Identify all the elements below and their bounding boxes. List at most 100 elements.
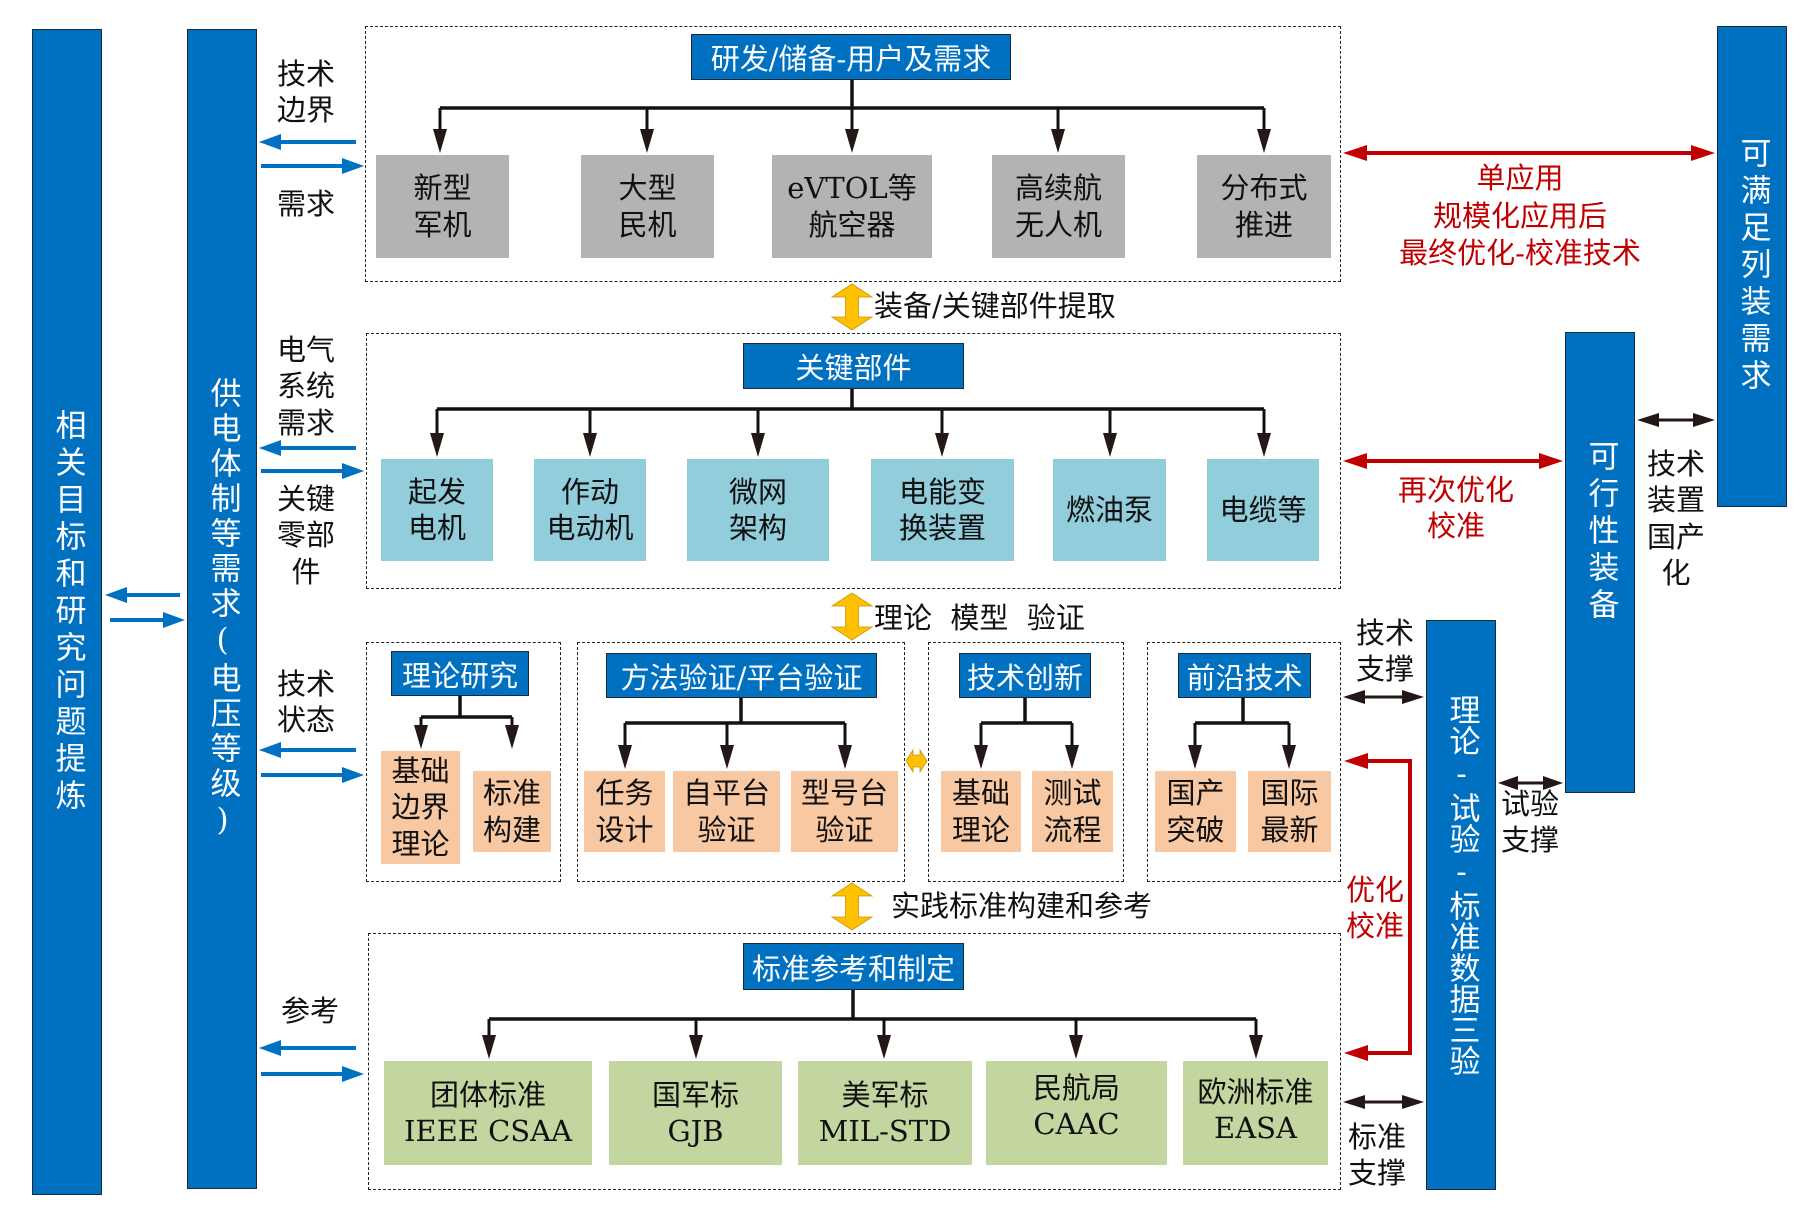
arrow-down-icon	[1257, 129, 1271, 153]
arrow-down-icon	[505, 725, 519, 749]
standard-item: 国军标 GJB	[609, 1061, 782, 1165]
arrow-left-icon	[1343, 453, 1367, 469]
arrow-left-icon	[1343, 145, 1367, 161]
theory-item: 基础 边界 理论	[381, 751, 460, 864]
arrow-head-icon	[342, 158, 364, 174]
standard-item: 民航局 CAAC	[986, 1061, 1167, 1165]
standard-item: 美军标 MIL-STD	[798, 1061, 972, 1165]
arrow-head-icon	[259, 134, 281, 150]
label-tech-support: 技术 支撑	[1355, 616, 1414, 687]
flow-label-practice: 实践标准构建和参考	[891, 889, 1153, 923]
arrow-left-icon	[1637, 413, 1659, 427]
arrow-down-icon	[430, 433, 444, 457]
method-item: 任务 设计	[584, 771, 665, 852]
arrow-head-icon	[259, 440, 281, 456]
label-tech-status: 技术 状态	[276, 667, 335, 738]
deployable-bar-label: 可满足列装需求	[1734, 137, 1771, 396]
arrow-right-icon	[1402, 690, 1424, 704]
label-demand: 需求	[276, 187, 335, 221]
label-single-application: 单应用 规模化应用后 最终优化-校准技术	[1399, 161, 1641, 271]
label-electrical-demand: 电气 系统 需求	[276, 333, 335, 440]
arrow-head-icon	[342, 767, 364, 783]
arrow-right-icon	[1402, 1095, 1424, 1109]
feasible-equipment-bar: 可行性装备	[1565, 332, 1635, 793]
standards-section	[368, 933, 1341, 1190]
arrow-head-icon	[259, 742, 281, 758]
theory-section	[366, 642, 561, 882]
supply-requirements-bar: 供电体制等需求(电压等级)	[187, 29, 257, 1189]
label-optimize-calibrate: 优化 校准	[1345, 873, 1404, 944]
arrow-down-icon	[877, 1035, 891, 1059]
arrow-down-icon	[433, 129, 447, 153]
innovation-item: 基础 理论	[941, 771, 1021, 852]
arrow-down-icon	[689, 1035, 703, 1059]
arrow-head-icon	[105, 587, 127, 603]
equipment-title: 研发/储备-用户及需求	[691, 34, 1011, 80]
flow-label-extract: 装备/关键部件提取	[874, 289, 1116, 323]
arrow-head-icon	[163, 612, 185, 628]
frontier-title: 前沿技术	[1178, 653, 1311, 698]
theory-item: 标准 构建	[473, 771, 551, 852]
arrow-down-icon	[1065, 745, 1079, 769]
arrow-left-icon	[1344, 753, 1368, 769]
component-item: 起发 电机	[381, 459, 493, 561]
arrow-down-icon	[720, 745, 734, 769]
equipment-section	[365, 26, 1341, 282]
component-item: 作动 电动机	[534, 459, 646, 561]
method-item: 型号台 验证	[791, 771, 898, 852]
standard-item: 欧洲标准 EASA	[1183, 1061, 1328, 1165]
feasible-bar-label: 可行性装备	[1582, 440, 1619, 625]
frontier-item: 国产 突破	[1155, 771, 1236, 852]
components-title: 关键部件	[743, 343, 964, 389]
arrow-down-icon	[838, 745, 852, 769]
arrow-down-icon	[1051, 129, 1065, 153]
equipment-item: 新型 军机	[376, 155, 509, 258]
arrow-down-icon	[414, 725, 428, 749]
arrow-down-icon	[1257, 433, 1271, 457]
arrow-down-icon	[845, 129, 859, 153]
frontier-section	[1147, 642, 1341, 882]
gold-arrow-practice	[830, 882, 874, 931]
arrow-down-icon	[1103, 433, 1117, 457]
goals-bar: 相关目标和研究问题提炼	[32, 29, 102, 1195]
arrow-down-icon	[640, 129, 654, 153]
arrow-down-icon	[935, 433, 949, 457]
label-test-support: 试验 支撑	[1500, 787, 1559, 858]
standards-title: 标准参考和制定	[743, 943, 964, 990]
arrow-head-icon	[342, 1066, 364, 1082]
flow-label-theory-model: 理论 模型 验证	[874, 601, 1085, 635]
component-item: 电缆等	[1207, 459, 1319, 561]
tree-connectors	[414, 80, 1296, 1059]
arrow-right-icon	[1543, 776, 1563, 790]
innovation-item: 测试 流程	[1032, 771, 1113, 852]
innovation-title: 技术创新	[959, 653, 1091, 698]
innovation-section	[928, 642, 1124, 882]
side-link-arrows	[1343, 145, 1715, 1109]
theory-title: 理论研究	[391, 651, 529, 696]
label-reoptimize: 再次优化 校准	[1397, 473, 1514, 544]
component-item: 电能变 换装置	[871, 459, 1014, 561]
label-standard-support: 标准 支撑	[1347, 1120, 1406, 1191]
arrow-down-icon	[1069, 1035, 1083, 1059]
gold-arrow-link	[905, 748, 928, 774]
three-tests-bar-label: 理论-试验-标准数据三验	[1443, 694, 1480, 1076]
gold-arrow-theory	[830, 592, 874, 641]
arrow-down-icon	[1188, 745, 1202, 769]
equipment-item: 大型 民机	[581, 155, 714, 258]
method-section	[577, 642, 905, 882]
label-tech-boundary: 技术 边界	[276, 57, 335, 128]
components-section	[366, 333, 1341, 589]
component-item: 燃油泵	[1053, 459, 1166, 561]
label-reference: 参考	[280, 994, 339, 1028]
arrow-left-icon	[1343, 690, 1365, 704]
method-item: 自平台 验证	[673, 771, 780, 852]
arrow-down-icon	[974, 745, 988, 769]
goals-bar-label: 相关目标和研究问题提炼	[49, 408, 86, 816]
equipment-item: eVTOL等 航空器	[772, 155, 932, 258]
arrow-head-icon	[259, 1040, 281, 1056]
arrow-down-icon	[482, 1035, 496, 1059]
arrow-left-icon	[1344, 1045, 1368, 1061]
gold-flow-arrows	[830, 283, 928, 931]
equipment-item: 分布式 推进	[1197, 155, 1331, 258]
